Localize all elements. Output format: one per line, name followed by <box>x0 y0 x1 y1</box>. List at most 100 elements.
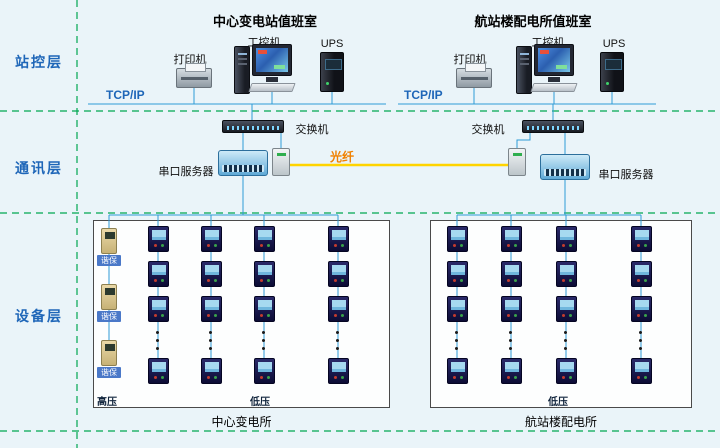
right-serial-server-label: 串口服务器 <box>598 169 654 181</box>
power-meter-icon <box>201 296 222 322</box>
right-room-title: 航站楼配电所值班室 <box>474 14 592 29</box>
power-meter-icon <box>631 296 652 322</box>
ellipsis-dot <box>509 331 512 334</box>
ellipsis-dot <box>336 331 339 334</box>
left-lv-label: 低压 <box>250 397 270 408</box>
ellipsis-dot <box>336 339 339 342</box>
ellipsis-dot <box>156 339 159 342</box>
ellipsis-dot <box>209 347 212 350</box>
power-meter-icon <box>447 261 468 287</box>
left-pc-tower-icon <box>234 46 250 94</box>
power-meter-icon <box>254 261 275 287</box>
right-serial-server-icon <box>540 154 590 180</box>
power-meter-icon <box>148 226 169 252</box>
right-keyboard-icon <box>530 83 578 92</box>
right-printer-icon <box>456 63 492 88</box>
left-fiber-converter-icon <box>272 148 290 176</box>
power-meter-icon <box>148 358 169 384</box>
ellipsis-dot <box>336 347 339 350</box>
right-monitor-screen <box>538 48 570 72</box>
power-meter-icon <box>254 296 275 322</box>
ellipsis-dot <box>564 331 567 334</box>
power-meter-icon <box>631 261 652 287</box>
left-switch-icon <box>222 120 284 133</box>
ellipsis-dot <box>639 331 642 334</box>
left-room-title: 中心变电站值班室 <box>212 14 317 29</box>
right-switch-label: 交换机 <box>471 124 505 136</box>
power-meter-icon <box>631 226 652 252</box>
ellipsis-dot <box>455 339 458 342</box>
left-ups-label: UPS <box>320 38 344 50</box>
power-meter-icon <box>501 296 522 322</box>
left-monitor-icon <box>252 44 292 76</box>
left-serial-server-icon <box>218 150 268 176</box>
left-keyboard-icon <box>248 83 296 92</box>
ellipsis-dot <box>564 347 567 350</box>
ellipsis-dot <box>156 347 159 350</box>
right-ups-label: UPS <box>602 38 626 50</box>
power-meter-icon <box>328 358 349 384</box>
power-meter-icon <box>556 226 577 252</box>
layer-label-station: 站控层 <box>15 54 63 70</box>
left-serial-server-label: 串口服务器 <box>158 166 214 178</box>
power-meter-icon <box>328 261 349 287</box>
power-meter-icon <box>501 358 522 384</box>
right-switch-icon <box>522 120 584 133</box>
power-meter-icon <box>556 261 577 287</box>
power-meter-icon <box>447 296 468 322</box>
right-lv-label: 低压 <box>548 397 568 408</box>
left-substation-caption: 中心变电所 <box>211 415 272 429</box>
left-printer-icon <box>176 63 212 88</box>
right-monitor-stand <box>548 77 560 82</box>
power-meter-icon <box>201 358 222 384</box>
right-pc-tower-icon <box>516 46 532 94</box>
power-meter-icon <box>631 358 652 384</box>
ellipsis-dot <box>209 331 212 334</box>
ellipsis-dot <box>564 339 567 342</box>
power-meter-icon <box>501 261 522 287</box>
power-meter-icon <box>328 226 349 252</box>
right-fiber-converter-icon <box>508 148 526 176</box>
power-meter-icon <box>447 358 468 384</box>
ellipsis-dot <box>262 339 265 342</box>
power-meter-icon <box>556 296 577 322</box>
power-meter-icon <box>447 226 468 252</box>
harmonic-protector-icon <box>101 340 117 366</box>
ellipsis-dot <box>262 347 265 350</box>
harmonic-protector-icon <box>101 284 117 310</box>
ellipsis-dot <box>262 331 265 334</box>
left-monitor-screen <box>256 48 288 72</box>
left-switch-label: 交换机 <box>295 124 329 136</box>
power-meter-icon <box>254 358 275 384</box>
power-meter-icon <box>148 296 169 322</box>
layer-label-device: 设备层 <box>15 308 63 324</box>
right-ups-icon <box>600 52 624 92</box>
power-meter-icon <box>328 296 349 322</box>
left-monitor-stand <box>266 77 278 82</box>
ellipsis-dot <box>455 347 458 350</box>
layer-label-communication: 通讯层 <box>15 160 63 176</box>
harmonic-protector-label: 谐保 <box>97 311 121 322</box>
power-meter-icon <box>201 261 222 287</box>
power-meter-icon <box>201 226 222 252</box>
harmonic-protector-label: 谐保 <box>97 255 121 266</box>
left-ups-icon <box>320 52 344 92</box>
right-monitor-icon <box>534 44 574 76</box>
ellipsis-dot <box>455 331 458 334</box>
ellipsis-dot <box>209 339 212 342</box>
left-hv-label: 高压 <box>97 397 117 408</box>
left-tcpip-label: TCP/IP <box>106 88 145 102</box>
right-tcpip-label: TCP/IP <box>404 88 443 102</box>
fiber-label: 光纤 <box>330 150 355 164</box>
right-substation-caption: 航站楼配电所 <box>524 415 597 429</box>
ellipsis-dot <box>509 339 512 342</box>
harmonic-protector-icon <box>101 228 117 254</box>
ellipsis-dot <box>639 347 642 350</box>
power-meter-icon <box>501 226 522 252</box>
ellipsis-dot <box>509 347 512 350</box>
ellipsis-dot <box>156 331 159 334</box>
power-meter-icon <box>556 358 577 384</box>
ellipsis-dot <box>639 339 642 342</box>
